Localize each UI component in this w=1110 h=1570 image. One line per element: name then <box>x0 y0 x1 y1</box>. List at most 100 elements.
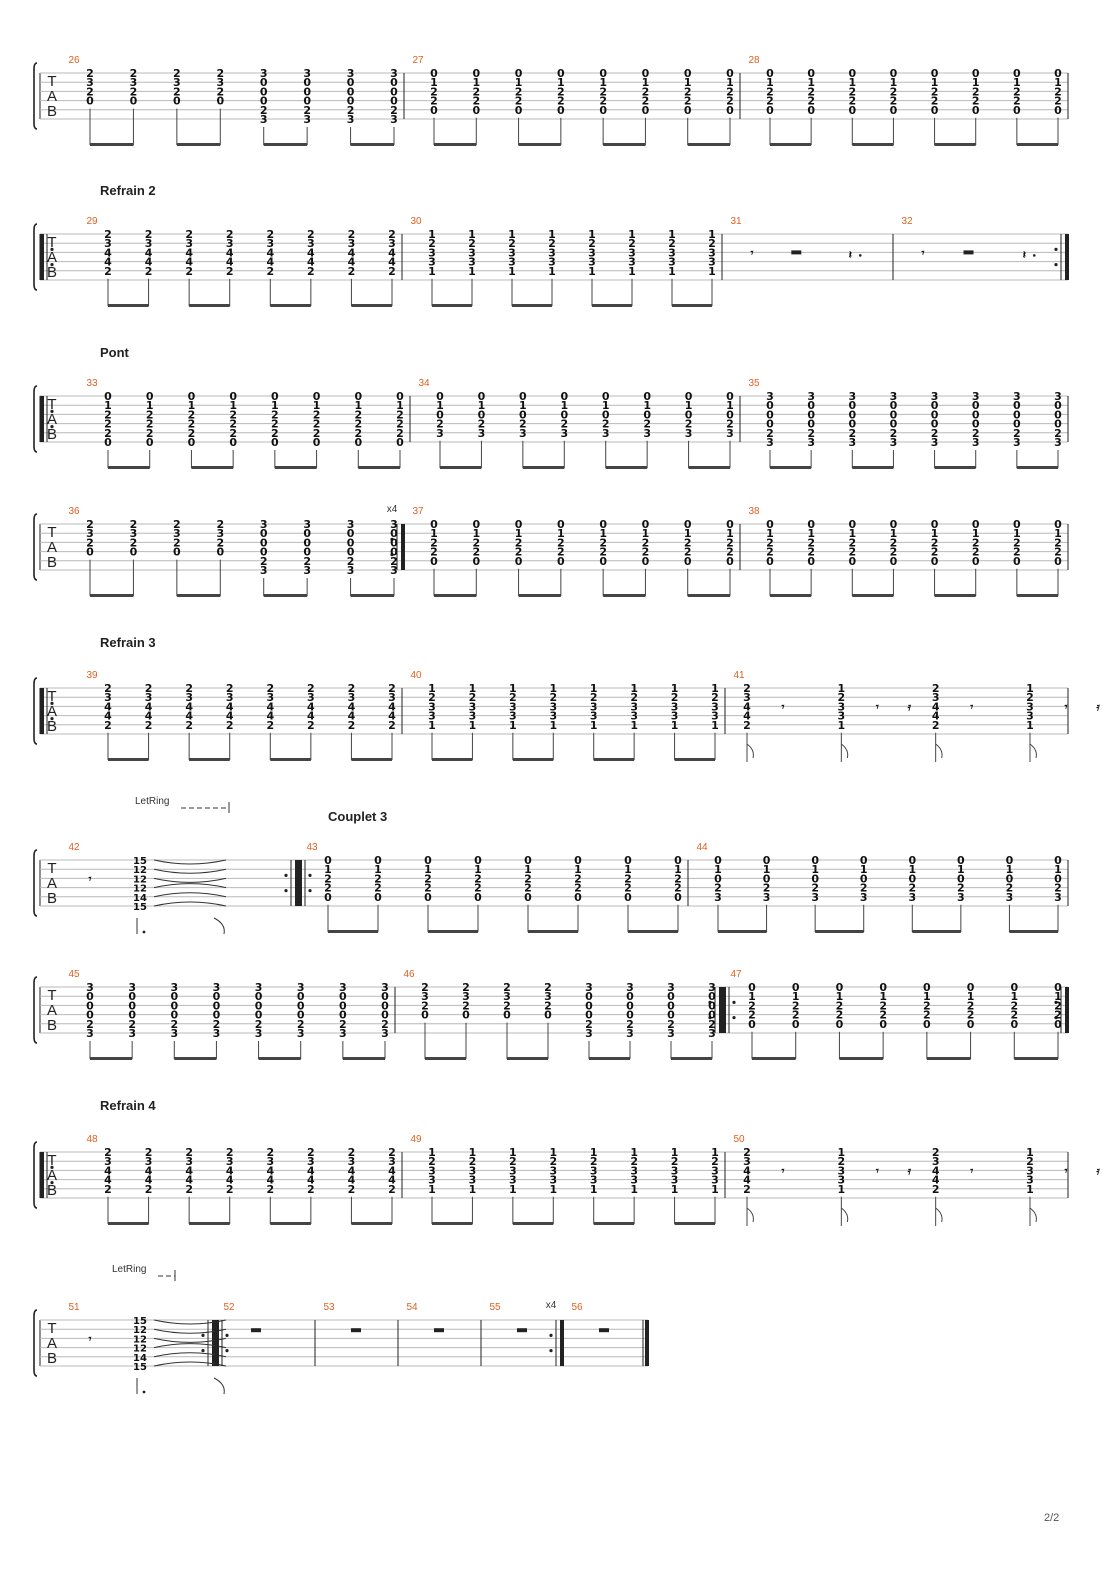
beam <box>674 758 715 761</box>
fret-number: 1 <box>838 682 846 695</box>
fret-number: 2 <box>508 237 516 250</box>
fret-number: 3 <box>626 1027 634 1040</box>
fret-number: 0 <box>390 536 398 549</box>
fret-number: 3 <box>838 1164 846 1177</box>
fret-number: 4 <box>185 710 193 723</box>
fret-number: 2 <box>348 719 356 732</box>
fret-number: 0 <box>1054 872 1062 885</box>
fret-number: 2 <box>474 872 482 885</box>
fret-number: 3 <box>381 1027 389 1040</box>
eighth-note-stem <box>746 732 754 762</box>
fret-number: 0 <box>128 999 136 1012</box>
fret-number: 2 <box>628 237 636 250</box>
fret-number: 0 <box>478 390 486 403</box>
fret-number: 4 <box>388 1174 396 1187</box>
fret-number: 1 <box>628 265 636 278</box>
section-title: Pont <box>100 345 130 360</box>
tab-clef-letter: T <box>47 396 56 413</box>
fret-number: 0 <box>1013 104 1021 117</box>
fret-number: 4 <box>348 246 356 259</box>
fret-number: 2 <box>1054 882 1062 895</box>
fret-number: 3 <box>297 981 305 994</box>
fret-number: 3 <box>590 700 598 713</box>
tab-clef-letter: T <box>47 860 56 877</box>
fret-number: 0 <box>213 1009 221 1022</box>
fret-number: 0 <box>524 854 532 867</box>
beam <box>434 594 477 597</box>
fret-number: 1 <box>714 863 722 876</box>
fret-number: 4 <box>145 710 153 723</box>
sixteenth-rest: 𝄿 <box>1095 700 1100 713</box>
fret-number: 1 <box>708 265 716 278</box>
tab-clef-letter: B <box>47 554 57 571</box>
fret-number: 3 <box>548 256 556 269</box>
fret-number: 0 <box>515 67 523 80</box>
fret-number: 3 <box>213 1027 221 1040</box>
measure-number: 26 <box>68 55 80 66</box>
fret-number: 1 <box>424 863 432 876</box>
fret-number: 2 <box>424 872 432 885</box>
measure: 2623202320232023203000233000233000233000… <box>68 55 405 146</box>
fret-number: 2 <box>574 882 582 895</box>
system-bracket <box>33 223 38 291</box>
fret-number: 3 <box>388 237 396 250</box>
beam <box>90 143 134 146</box>
fret-number: 2 <box>86 1018 94 1031</box>
measure-number: 30 <box>410 216 422 227</box>
tab-clef-letter: T <box>47 688 56 705</box>
fret-number: 2 <box>430 546 438 559</box>
fret-number: 0 <box>726 518 734 531</box>
fret-number: 1 <box>838 1146 846 1159</box>
beam <box>926 1057 971 1060</box>
fret-number: 2 <box>472 85 480 98</box>
fret-number: 4 <box>266 1164 274 1177</box>
fret-number: 3 <box>213 981 221 994</box>
fret-number: 2 <box>766 536 774 549</box>
fret-number: 3 <box>428 710 436 723</box>
fret-number: 3 <box>347 113 355 126</box>
whole-rest <box>351 1328 361 1333</box>
fret-number: 0 <box>472 555 480 568</box>
whole-rest <box>434 1328 444 1333</box>
fret-number: 3 <box>590 710 598 723</box>
fret-number: 2 <box>711 691 719 704</box>
fret-number: 2 <box>624 882 632 895</box>
measure-number: 51 <box>68 1302 80 1313</box>
fret-number: 2 <box>430 85 438 98</box>
fret-number: 2 <box>216 85 224 98</box>
fret-number: 2 <box>932 1183 940 1196</box>
beam <box>1014 1057 1058 1060</box>
fret-number: 2 <box>515 546 523 559</box>
beam <box>189 758 230 761</box>
fret-number: 0 <box>879 1018 887 1031</box>
fret-number: 2 <box>1013 546 1021 559</box>
fret-number: 2 <box>271 418 279 431</box>
fret-number: 0 <box>188 390 196 403</box>
fret-number: 2 <box>811 882 819 895</box>
system-bracket <box>33 677 38 745</box>
fret-number: 2 <box>931 95 939 108</box>
fret-number: 0 <box>574 891 582 904</box>
repeat-dot <box>50 425 54 429</box>
fret-number: 1 <box>588 228 596 241</box>
tab-system: TAB2623202320232023203000233000233000233… <box>33 55 1069 146</box>
fret-number: 0 <box>86 546 94 559</box>
fret-number: 0 <box>836 981 844 994</box>
measure: 3801220012200122001220012200122001220012… <box>748 506 1069 597</box>
fret-number: 1 <box>711 1146 719 1159</box>
fret-number: 0 <box>474 854 482 867</box>
fret-number: 3 <box>266 1155 274 1168</box>
fret-number: 3 <box>347 518 355 531</box>
fret-number: 2 <box>86 85 94 98</box>
measure: 2701220012200122001220012200122001220012… <box>412 55 741 146</box>
fret-number: 0 <box>303 85 311 98</box>
fret-number: 2 <box>908 882 916 895</box>
fret-number: 0 <box>339 990 347 1003</box>
measure-number: 53 <box>323 1302 335 1313</box>
fret-number: 2 <box>743 1146 751 1159</box>
fret-number: 4 <box>226 710 234 723</box>
measure-number: 54 <box>406 1302 418 1313</box>
fret-number: 1 <box>860 863 868 876</box>
fret-number: 4 <box>145 1174 153 1187</box>
fret-number: 4 <box>266 710 274 723</box>
